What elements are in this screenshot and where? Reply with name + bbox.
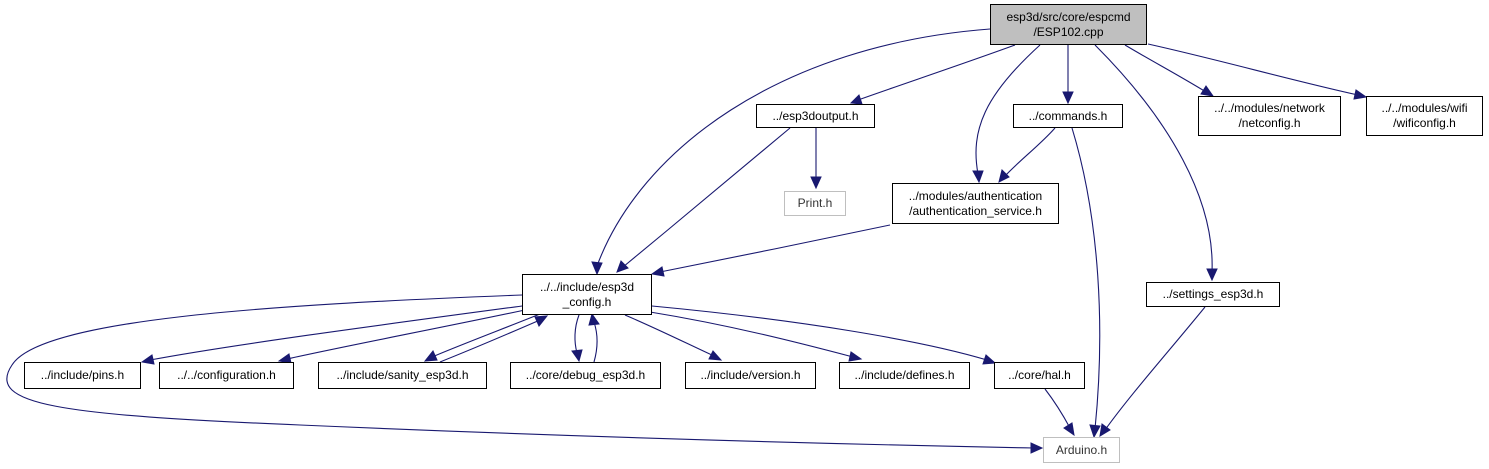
edge-esp3d-config-to-pins xyxy=(149,305,523,361)
node-label-line-1: ../../modules/wifi xyxy=(1381,101,1468,115)
edges-layer xyxy=(6,28,1368,454)
node-debug-esp3d-h[interactable]: ../core/debug_esp3d.h xyxy=(510,362,661,389)
arrowhead xyxy=(650,266,665,277)
arrowhead xyxy=(849,94,863,105)
node-label-line-2: /netconfig.h xyxy=(1238,116,1301,130)
node-print-h: Print.h xyxy=(784,191,846,216)
arrowhead xyxy=(140,354,155,365)
edge-root-to-wificonfig xyxy=(1147,43,1359,96)
node-label-line-1: ../../include/esp3d xyxy=(539,279,635,294)
node-label: ../core/hal.h xyxy=(1008,368,1071,382)
node-pins-h[interactable]: ../include/pins.h xyxy=(24,362,141,389)
node-netconfig-h[interactable]: ../../modules/network /netconfig.h xyxy=(1198,96,1341,136)
edge-esp3d-config-to-configuration xyxy=(286,309,526,360)
arrowhead xyxy=(998,169,1010,183)
node-authentication-service-h[interactable]: ../modules/authentication /authenticatio… xyxy=(892,183,1059,224)
edge-hal-to-arduino xyxy=(1044,388,1071,429)
node-label: ../include/pins.h xyxy=(40,368,125,382)
node-label: ../include/version.h xyxy=(700,368,801,382)
edge-debug-to-esp3d-config xyxy=(593,321,598,363)
node-esp3doutput-h[interactable]: ../esp3doutput.h xyxy=(756,104,875,128)
node-settings-esp3d-h[interactable]: ../settings_esp3d.h xyxy=(1146,282,1280,307)
arrowhead xyxy=(616,260,629,273)
node-label: ../../configuration.h xyxy=(177,368,276,382)
edge-esp3d-config-to-debug xyxy=(574,314,580,354)
node-label: Arduino.h xyxy=(1055,442,1108,457)
arrowhead xyxy=(1030,442,1044,454)
edge-root-to-esp3d-config xyxy=(596,28,991,267)
arrowhead xyxy=(1353,89,1368,100)
node-hal-h[interactable]: ../core/hal.h xyxy=(994,362,1085,389)
node-label: ../include/sanity_esp3d.h xyxy=(336,368,469,382)
node-esp3d-config-h[interactable]: ../../include/esp3d _config.h xyxy=(522,274,652,315)
arrowhead xyxy=(571,349,583,363)
node-label-line-1: esp3d/src/core/espcmd xyxy=(1006,9,1131,24)
node-defines-h[interactable]: ../include/defines.h xyxy=(839,362,970,389)
node-label: ../core/debug_esp3d.h xyxy=(525,368,646,382)
arrowhead xyxy=(1206,268,1218,282)
edge-root-to-auth xyxy=(975,44,1041,175)
node-label-line-2: /authentication_service.h xyxy=(909,203,1042,218)
node-label: ../esp3doutput.h xyxy=(772,108,859,123)
node-label: ../include/defines.h xyxy=(854,368,955,382)
node-configuration-h[interactable]: ../../configuration.h xyxy=(159,362,294,389)
arrowhead xyxy=(708,350,723,361)
node-wificonfig-h[interactable]: ../../modules/wifi /wificonfig.h xyxy=(1366,96,1483,136)
arrowhead xyxy=(1200,85,1215,97)
edge-esp3d-config-to-version xyxy=(624,314,715,357)
edge-esp3doutput-to-esp3d-config xyxy=(622,127,791,268)
node-arduino-h: Arduino.h xyxy=(1043,437,1120,463)
edge-root-to-settings xyxy=(1094,44,1213,273)
edge-root-to-netconfig xyxy=(1124,44,1207,93)
arrowhead xyxy=(810,176,822,190)
arrowhead xyxy=(588,312,600,326)
edge-sanity-to-esp3d-config xyxy=(439,319,541,363)
node-commands-h[interactable]: ../commands.h xyxy=(1013,104,1123,128)
arrowhead xyxy=(1089,424,1101,439)
edge-commands-to-arduino xyxy=(1071,127,1101,430)
node-label: ../settings_esp3d.h xyxy=(1162,287,1264,301)
node-esp102-cpp: esp3d/src/core/espcmd /ESP102.cpp xyxy=(990,4,1147,45)
arrowhead xyxy=(591,261,603,276)
arrowhead xyxy=(534,315,549,327)
node-label-line-2: _config.h xyxy=(562,294,612,309)
edge-auth-to-esp3d-config xyxy=(659,224,891,273)
node-label-line-2: /wificonfig.h xyxy=(1393,116,1456,130)
node-label: Print.h xyxy=(797,196,833,210)
node-label-line-1: ../../modules/network xyxy=(1214,101,1325,115)
node-label-line-2: /ESP102.cpp xyxy=(1033,24,1104,39)
arrowhead xyxy=(972,170,984,184)
edge-commands-to-auth xyxy=(1004,127,1056,177)
arrowhead xyxy=(1063,422,1075,437)
edge-esp3d-config-to-hal xyxy=(651,305,988,361)
edge-esp3d-config-to-arduino xyxy=(6,294,1035,449)
arrowhead xyxy=(423,350,438,362)
edge-root-to-esp3doutput xyxy=(857,44,1016,101)
node-sanity-esp3d-h[interactable]: ../include/sanity_esp3d.h xyxy=(318,362,487,389)
arrowhead xyxy=(848,351,863,362)
edge-settings-to-arduino xyxy=(1104,306,1206,431)
node-label-line-1: ../modules/authentication xyxy=(908,188,1043,203)
node-version-h[interactable]: ../include/version.h xyxy=(685,362,816,389)
node-label: ../commands.h xyxy=(1028,108,1108,123)
edge-esp3d-config-to-defines xyxy=(649,311,854,358)
arrowhead xyxy=(1099,423,1111,437)
edge-esp3d-config-to-sanity xyxy=(431,313,541,358)
arrowhead xyxy=(1062,91,1074,105)
arrowhead xyxy=(982,354,997,365)
